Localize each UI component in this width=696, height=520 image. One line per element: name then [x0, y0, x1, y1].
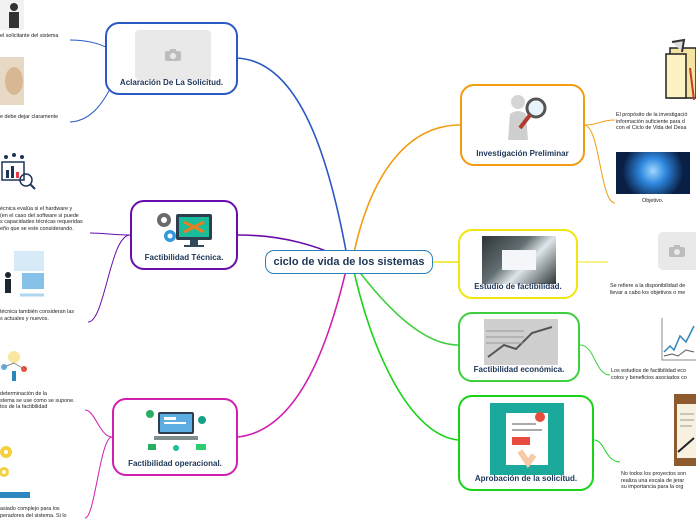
branch-label: Factibilidad económica. — [473, 365, 565, 374]
computer-workspace-icon — [146, 410, 206, 451]
idea-network-icon — [1, 351, 27, 381]
gears-icon — [0, 446, 30, 498]
branch-factibilidad-operacional[interactable]: Factibilidad operacional. — [112, 398, 238, 476]
meeting-photo — [482, 236, 556, 284]
branch-aclaracion[interactable]: Aclaración De La Solicitud. — [105, 22, 238, 95]
line-chart-icon — [661, 318, 696, 361]
magnifier-person-icon — [508, 95, 547, 140]
branch-estudio-factibilidad[interactable]: Estudio de factibilidad. — [458, 229, 578, 299]
branch-label: Estudio de factibilidad. — [474, 282, 562, 291]
hand-photo — [0, 57, 24, 105]
tools-monitor-icon — [157, 213, 212, 247]
image-placeholder — [135, 30, 211, 80]
person-photo — [0, 0, 24, 30]
leaf-text: écnica evalúa si el hardware y(en el cas… — [0, 206, 83, 232]
image-placeholder — [658, 232, 696, 270]
branch-label: Aclaración De La Solicitud. — [119, 78, 224, 87]
brain-photo — [616, 152, 690, 194]
branch-factibilidad-economica[interactable]: Factibilidad económica. — [458, 312, 580, 382]
central-topic[interactable]: ciclo de vida de los sistemas — [265, 250, 433, 274]
branch-label: Factibilidad operacional. — [128, 459, 222, 468]
approval-illustration — [490, 403, 564, 475]
leaf-text: el solicitante del sistema — [0, 33, 59, 39]
branch-label: Aprobación de la solicitud. — [474, 474, 578, 483]
branch-factibilidad-tecnica[interactable]: Factibilidad Técnica. — [130, 200, 238, 270]
connector-bright-green — [351, 261, 459, 441]
connector-magenta — [237, 261, 349, 438]
connector-blue — [235, 57, 349, 263]
leaf-text: e debe dejar claramente — [0, 114, 59, 120]
connector-orange — [351, 124, 461, 263]
leaf-text: Objetivo. — [642, 198, 664, 204]
branch-label: Investigación Preliminar — [476, 149, 569, 158]
camera-icon — [669, 245, 685, 257]
branch-aprobacion-solicitud[interactable]: Aprobación de la solicitud. — [458, 395, 594, 491]
signing-document-icon — [674, 394, 696, 466]
digital-person-icon — [5, 251, 44, 297]
camera-icon — [165, 49, 181, 61]
connector-green — [351, 261, 459, 346]
finance-chart-photo — [484, 319, 558, 365]
central-topic-label: ciclo de vida de los sistemas — [273, 256, 425, 268]
branch-investigacion-preliminar[interactable]: Investigación Preliminar — [460, 84, 585, 166]
documents-icon — [665, 38, 696, 101]
branch-label: Factibilidad Técnica. — [144, 253, 224, 262]
analytics-icon — [1, 153, 36, 190]
